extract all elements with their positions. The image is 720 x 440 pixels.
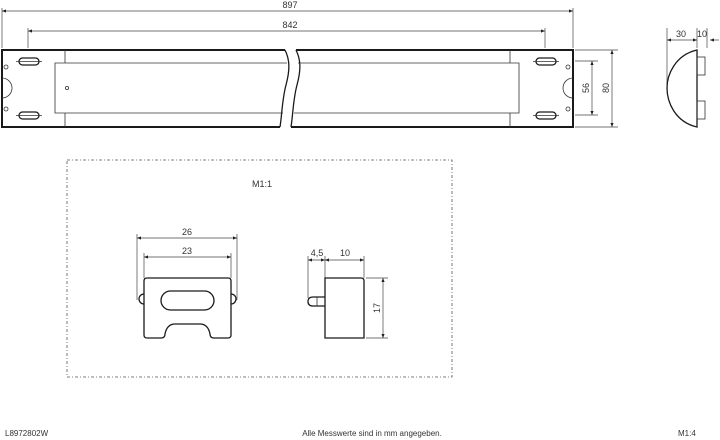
luminaire-side-view: 30 10 [666,28,719,128]
dimension-overall-length: 897 [1,0,574,48]
detail-scale-label: M1:1 [252,179,272,189]
dimension-label: 10 [697,29,707,39]
dimension-overall-height: 80 [575,49,618,128]
dimension-label: 10 [340,248,350,258]
units-note: Alle Messwerte sind in mm angegeben. [302,429,442,438]
dimension-inner-height: 56 [575,60,598,116]
dimension-label: 56 [581,83,591,93]
dimension-label: 842 [282,20,297,30]
luminaire-top-view [1,49,574,128]
article-number: L8972802W [5,429,49,438]
dimension-label: 26 [182,227,192,237]
dimension-label: 30 [676,29,686,39]
clip-side-view: 4,5 10 17 [307,248,388,339]
detail-frame [66,159,453,378]
mounting-slot [16,111,42,120]
mounting-slot [533,111,559,120]
dimension-label: 23 [182,246,192,256]
dimension-mounting-distance: 842 [27,20,546,48]
dimension-label: 17 [372,303,382,313]
clip-front-view: 26 23 [136,227,238,339]
drawing-scale: M1:4 [678,429,696,438]
dimension-label: 897 [282,0,297,10]
mounting-slot [16,57,42,66]
mounting-slot [533,57,559,66]
dimension-label: 4,5 [311,248,324,258]
dimension-label: 80 [601,83,611,93]
